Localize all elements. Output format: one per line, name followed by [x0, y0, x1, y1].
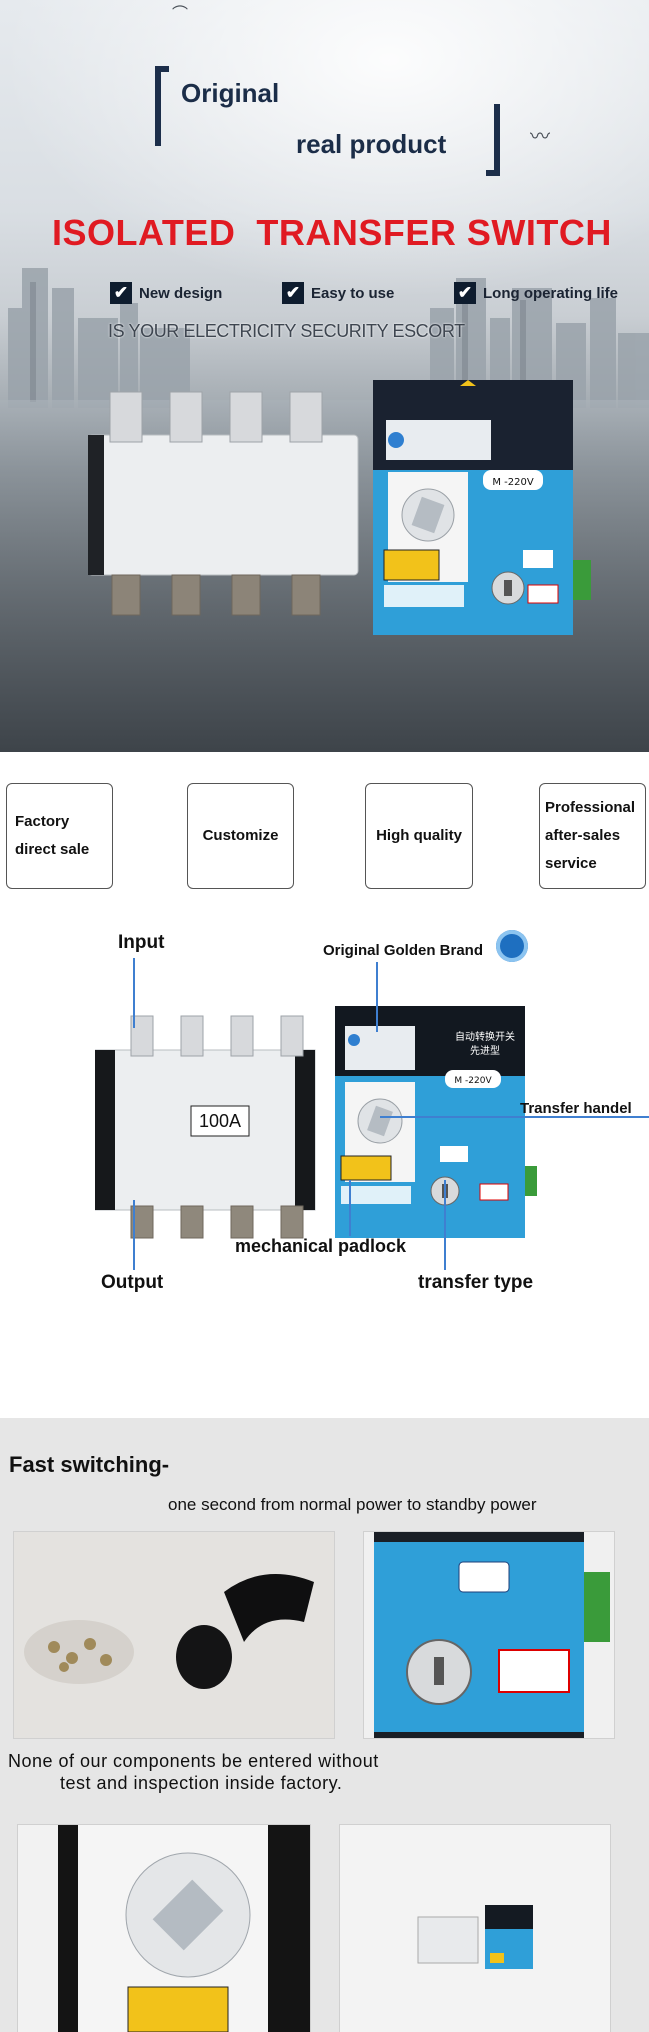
- brand-logo-icon: [496, 930, 528, 962]
- leader-line: [444, 1180, 446, 1270]
- label-transfer-handle: Transfer handel: [520, 1100, 632, 1117]
- tile-customize: Customize: [187, 783, 294, 889]
- feature-item: ✔ New design: [110, 282, 222, 304]
- leader-line: [349, 1180, 351, 1236]
- feature-item: ✔ Easy to use: [282, 282, 394, 304]
- tile-text: Customize: [202, 827, 279, 844]
- panel-closeup-photo: [364, 1532, 614, 1738]
- checkbox-checked-icon: ✔: [282, 282, 304, 304]
- tile-text: Factory: [15, 813, 70, 830]
- hero-title-real-product: real product: [296, 129, 447, 159]
- fast-switching-subtitle: one second from normal power to standby …: [168, 1495, 537, 1514]
- tile-text: direct sale: [15, 841, 90, 858]
- label-transfer-type: transfer type: [418, 1272, 534, 1293]
- hero-title-original: Original: [181, 78, 280, 108]
- checkbox-checked-icon: ✔: [454, 282, 476, 304]
- tile-factory-direct-sale: Factory direct sale: [6, 783, 113, 889]
- sky-glow: [0, 0, 649, 300]
- feature-label: New design: [139, 284, 223, 302]
- panel-cn-title: 自动转换开关: [455, 1030, 515, 1043]
- transfer-switch-small-image: [340, 1825, 610, 2032]
- tile-text: High quality: [376, 827, 462, 844]
- feature-item: ✔ Long operating life: [454, 282, 618, 304]
- checkbox-checked-icon: ✔: [110, 282, 132, 304]
- tile-text: service: [545, 855, 597, 872]
- bracket-left-decoration: [155, 66, 169, 146]
- current-rating-label: 100A: [199, 1111, 241, 1131]
- leader-line: [133, 1200, 135, 1270]
- transfer-switch-diagram-image: 100A 自动转换开关 先进型 M -220V: [95, 1006, 537, 1239]
- label-original-golden-brand: Original Golden Brand: [323, 942, 484, 959]
- feature-list: ✔ New design ✔ Easy to use ✔ Long operat…: [110, 282, 649, 308]
- seagull-icon: 〰: [530, 126, 550, 148]
- bracket-right-decoration: [486, 104, 500, 176]
- panel-voltage-label: M -220V: [454, 1076, 492, 1086]
- handle-closeup-photo: [18, 1825, 310, 2032]
- hero-banner: ⌒ 〰 Original real product ISOLATED TRANS…: [0, 0, 649, 752]
- tile-after-sales-service: Professional after-sales service: [539, 783, 646, 889]
- rotary-handle-image: [18, 1825, 310, 2032]
- control-panel-image: [364, 1532, 614, 1738]
- label-output: Output: [101, 1272, 164, 1293]
- seagull-icon: ⌒: [172, 6, 189, 23]
- leader-line: [133, 958, 135, 1028]
- feature-label: Long operating life: [483, 284, 618, 302]
- quality-note-line1: None of our components be entered withou…: [8, 1751, 379, 1771]
- transfer-switch-product-image: M -220V: [88, 380, 591, 635]
- leader-line: [380, 1116, 649, 1118]
- hero-tagline: IS YOUR ELECTRICITY SECURITY ESCORT: [108, 321, 465, 341]
- tile-text: after-sales: [545, 827, 621, 844]
- accessories-photo: [14, 1532, 334, 1738]
- product-overview-photo: [340, 1825, 610, 2032]
- fast-switching-title: Fast switching-: [9, 1452, 170, 1477]
- panel-cn-subtitle: 先进型: [470, 1044, 500, 1057]
- quality-note-line2: test and inspection inside factory.: [60, 1773, 343, 1793]
- handle-and-screws-image: [14, 1532, 334, 1738]
- tile-text: Professional: [545, 799, 636, 816]
- leader-line: [376, 962, 378, 1032]
- label-input: Input: [118, 932, 165, 953]
- label-mechanical-padlock: mechanical padlock: [235, 1236, 407, 1256]
- hero-headline: ISOLATED TRANSFER SWITCH: [52, 212, 612, 253]
- feature-label: Easy to use: [311, 284, 395, 302]
- tile-high-quality: High quality: [365, 783, 473, 889]
- panel-voltage-label: M -220V: [492, 477, 534, 488]
